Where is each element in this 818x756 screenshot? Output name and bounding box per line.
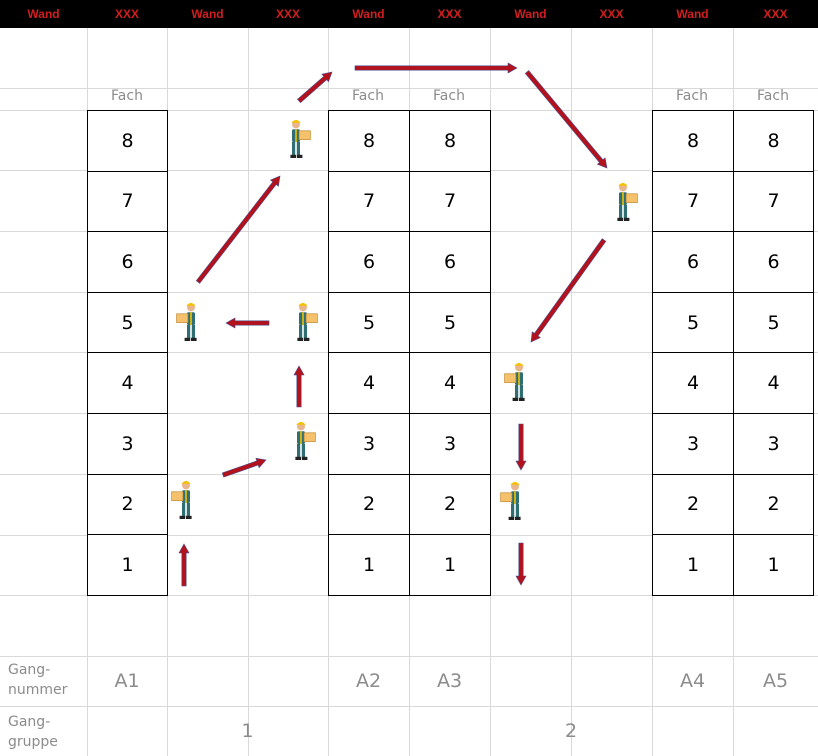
route-arrow <box>294 366 304 407</box>
route-arrow <box>196 176 280 283</box>
route-arrow <box>516 424 526 470</box>
route-arrow <box>222 458 266 477</box>
route-arrow <box>355 63 517 73</box>
worker-icon <box>501 482 521 520</box>
worker-icon <box>172 481 192 519</box>
route-arrow <box>516 543 526 585</box>
route-arrow <box>525 71 607 168</box>
route-arrow <box>531 239 606 342</box>
route-arrows <box>179 63 607 586</box>
worker-icon <box>295 422 315 460</box>
route-arrow <box>179 544 189 586</box>
route-arrow <box>298 72 333 103</box>
worker-icon <box>505 363 525 401</box>
workers <box>172 120 638 520</box>
worker-icon <box>617 183 637 221</box>
worker-icon <box>290 120 310 158</box>
route-arrow <box>226 318 269 328</box>
worker-icon <box>297 303 317 341</box>
worker-icon <box>177 303 197 341</box>
